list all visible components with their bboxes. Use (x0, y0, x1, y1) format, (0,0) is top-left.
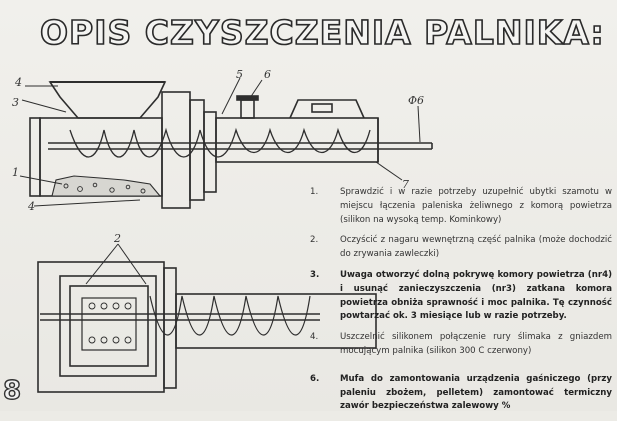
burner-flange (161, 91, 191, 209)
label-3: 3 (12, 96, 19, 109)
label-7: 7 (402, 178, 409, 191)
label-2: 2 (114, 232, 121, 245)
plan-body (37, 261, 165, 393)
page-number: 8 (2, 375, 22, 406)
document-page: OPIS CZYSZCZENIA PALNIKA: (0, 0, 617, 411)
label-4-top: 4 (15, 76, 22, 89)
instruction-item-3: 3. Uwaga otworzyć dolną pokrywę komory p… (310, 269, 612, 322)
label-4-bottom: 4 (28, 200, 35, 213)
label-5: 5 (236, 68, 243, 81)
instruction-item-1: 1. Sprawdzić i w razie potrzeby uzupełni… (310, 187, 612, 225)
instruction-item-4: 4. Uszczelnić silikonem połączenie rury … (310, 332, 612, 356)
label-diameter: Φ6 (408, 94, 425, 107)
label-1: 1 (12, 166, 19, 179)
instruction-item-2: 2. Oczyścić z nagaru wewnętrzną część pa… (310, 235, 612, 260)
plan-auger-tube (175, 293, 377, 349)
label-6: 6 (264, 68, 271, 81)
hopper-outline (48, 81, 167, 119)
plan-auger-spiral (149, 295, 311, 336)
pellet-inlet (289, 99, 365, 119)
instructions-list: 1. Sprawdzić i w razie potrzeby uzupełni… (310, 186, 612, 421)
instruction-item-6: 6. Mufa do zamontowania urządzenia gaśni… (310, 373, 612, 412)
auger-spiral (69, 127, 371, 158)
burner-diagram (19, 77, 433, 393)
socket-mufa (240, 99, 255, 119)
page-title: OPIS CZYSZCZENIA PALNIKA: (39, 12, 605, 53)
